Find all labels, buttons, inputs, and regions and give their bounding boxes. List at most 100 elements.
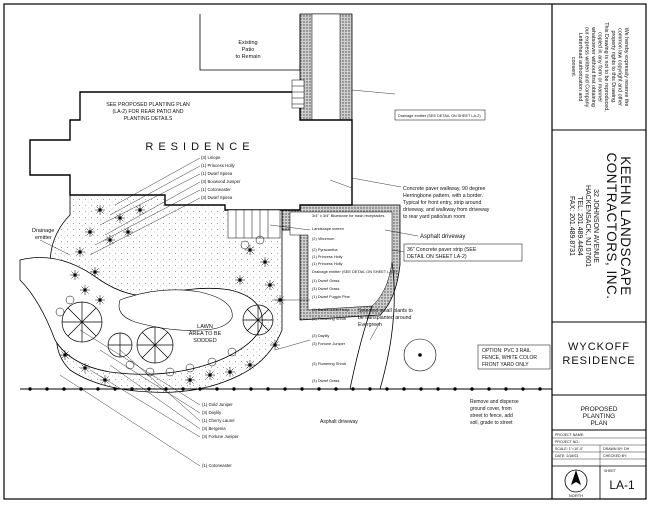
fence-post-icon — [385, 387, 389, 391]
fence-post-icon — [317, 387, 321, 391]
lawn-label-2: AREA TO BE — [189, 331, 222, 337]
shrub-icon — [135, 205, 145, 215]
copyright-line: whatsoever without first obtaining — [590, 26, 596, 107]
copyright-line: common law copyright and other — [616, 28, 622, 106]
sheet-title-2: PLANTING — [583, 413, 616, 420]
drainage-emitter-left-1: Drainage — [32, 228, 54, 234]
upper-plant-label: (3) Boxwood Juniper — [201, 179, 241, 184]
fence-post-icon — [504, 387, 508, 391]
walkway-note-5: to rear yard patio/sun room — [403, 214, 465, 220]
address-line-1: 32 JOHNSON AVENUE — [592, 189, 599, 263]
right-plant-label: (1) Dwarf Fuggin Pine — [312, 294, 350, 299]
fence-post-icon — [130, 387, 134, 391]
right-plant-label: (1) Flowering Shrub — [312, 316, 346, 321]
fence-post-icon — [147, 387, 151, 391]
round-shrub-icon — [145, 367, 155, 377]
copyright-line: Letterhead authorization and — [577, 33, 583, 102]
fence-post-icon — [402, 387, 406, 391]
fence-post-icon — [62, 387, 66, 391]
round-shrub-icon — [65, 295, 75, 305]
fence-post-icon — [487, 387, 491, 391]
small-plants-note-1: Selected small plants to — [358, 308, 413, 314]
small-plants-note-3: Evergreen — [358, 322, 382, 328]
fence-post-icon — [470, 387, 474, 391]
bottom-plant-label: (1) Cotoneaster — [202, 463, 232, 468]
fence-post-icon — [96, 387, 100, 391]
fence-post-icon — [249, 387, 253, 391]
north-label: NORTH — [569, 493, 583, 498]
company-name-2: CONTRACTORS, INC. — [604, 152, 619, 299]
right-plant-label: (3) Flowering Shrub — [312, 361, 346, 366]
fence-post-icon — [215, 387, 219, 391]
drainage-emitter-left-2: emitter — [35, 235, 52, 241]
right-plant-label: (1) Dwarf Lunar Holly — [312, 307, 349, 312]
copyright-line: copied in any form or manner — [597, 32, 603, 102]
project-name-2: RESIDENCE — [562, 355, 635, 367]
fence-post-icon — [453, 387, 457, 391]
round-shrub-icon — [55, 307, 65, 317]
upper-plant-label: (1) Dwarf Spirea — [201, 171, 233, 176]
info-project-name: PROJECT NAME: — [555, 433, 584, 437]
title-block — [552, 129, 646, 499]
bluestone-pad — [227, 209, 281, 239]
info-checked-by: CHECKED BY: — [603, 454, 627, 458]
round-shrub-icon — [207, 357, 217, 367]
walkway-note-4: driveway, and walkway from driveway — [403, 207, 490, 213]
sheet-title-3: PLAN — [591, 420, 608, 427]
shrub-icon — [205, 370, 215, 380]
tree-4 — [107, 332, 133, 358]
shrub-icon — [80, 285, 90, 295]
fence-post-icon — [334, 387, 338, 391]
shrub-icon — [95, 205, 105, 215]
paver-strip-note-1: 36" Concrete paver strip (SEE — [407, 247, 477, 253]
info-drawn-by: DRAWN BY: DH — [603, 447, 630, 451]
address-line-4: FAX: 201.489.8731 — [568, 196, 575, 256]
shrub-icon — [245, 360, 255, 370]
fence-post-icon — [164, 387, 168, 391]
sheet-label: SHEET — [604, 469, 617, 473]
upper-plant-label: (3) Liriope — [201, 155, 221, 160]
existing-patio-line-1: Existing — [238, 40, 257, 46]
lawn-bed-island — [118, 289, 233, 331]
right-plant-labels: 3/4" x 3/4" Bluestone for trash receptac… — [312, 213, 397, 383]
right-plant-label: (2) Pyracantha — [312, 247, 338, 252]
fence-post-icon — [368, 387, 372, 391]
shrub-icon — [60, 350, 70, 360]
existing-patio-line-3: to Remain — [235, 54, 260, 60]
walkway-note-1: Concrete paver walkway, 90 degree — [403, 186, 485, 192]
bottom-plant-label: (3) Daylily — [202, 410, 222, 415]
bottom-plant-label: (1) Cherry Laurel — [202, 418, 235, 423]
paver-strip-box — [403, 243, 523, 262]
asphalt-driveway-label: Asphalt driveway — [420, 234, 465, 240]
info-date: DATE: 2/18/03 — [555, 454, 578, 458]
fence-post-icon — [198, 387, 202, 391]
right-plant-label: 3/4" x 3/4" Bluestone for trash receptac… — [312, 213, 384, 218]
leader-lines — [39, 89, 396, 467]
paver-strip-note-2: DETAIL ON SHEET LA-2) — [407, 254, 467, 260]
address-line-3: TEL: 201.489.4484 — [576, 196, 583, 256]
upper-plant-labels: (3) Liriope(1) Princess Holly(1) Dwarf S… — [201, 155, 241, 200]
walkway-note-3: Typical for front entry, strip around — [403, 200, 481, 206]
fence-post-icon — [266, 387, 270, 391]
bottom-plant-label: (3) Bergenia — [202, 426, 226, 431]
right-plant-label: (1) Dwarf Grass — [312, 278, 340, 283]
right-plant-label: (2) Viburnum — [312, 236, 334, 241]
bottom-plant-label: (3) Fortune Juniper — [202, 434, 239, 439]
evergreen-circle — [403, 338, 437, 372]
round-shrub-icon — [185, 363, 195, 373]
fence-post-icon — [300, 387, 304, 391]
lawn-label-1: LAWN — [197, 324, 213, 330]
fence-note-2: FENCE, WHITE COLOR — [482, 355, 537, 361]
project-name-1: WYCKOFF — [568, 341, 630, 353]
shrub-icon — [185, 375, 195, 385]
shrub-icon — [265, 280, 275, 290]
right-plant-label: (1) Princess Holly — [312, 261, 343, 266]
right-plant-label: (3) Dwarf Grass — [312, 286, 340, 291]
shrub-icon — [85, 227, 95, 237]
residence-label: RESIDENCE — [145, 141, 254, 153]
driveway-edge-left — [349, 305, 373, 390]
copyright-line: property rights to this Drawing. — [610, 30, 616, 103]
address-line-2: HACKENSACK, NJ 07601 — [584, 185, 591, 267]
drainage-emitter-box — [394, 109, 486, 121]
